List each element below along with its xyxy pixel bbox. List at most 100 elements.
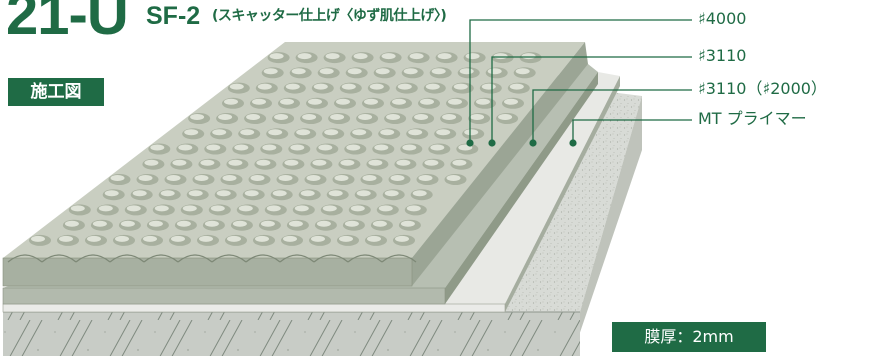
texture-bump-highlight (352, 129, 367, 136)
texture-bump-highlight (172, 159, 187, 166)
texture-bump-highlight (290, 144, 305, 151)
texture-bump-highlight (465, 53, 480, 60)
texture-bump-highlight (132, 190, 147, 197)
texture-bump-highlight (316, 220, 331, 227)
third-coat-front (2, 303, 506, 313)
texture-bump-highlight (334, 175, 349, 181)
texture-bump-highlight (340, 159, 355, 166)
texture-bump-highlight (98, 205, 113, 212)
layer-label-4000: ♯4000 (698, 9, 747, 28)
texture-bump-highlight (312, 159, 327, 166)
texture-bump-highlight (409, 53, 424, 60)
texture-bump-highlight (390, 175, 405, 181)
texture-bump-highlight (297, 53, 312, 60)
texture-bump-highlight (368, 159, 383, 166)
substrate-front (3, 312, 580, 356)
texture-bump-highlight (246, 114, 261, 120)
texture-bump-highlight (453, 83, 468, 90)
texture-bump-highlight (178, 144, 193, 151)
texture-bump-highlight (350, 205, 365, 212)
texture-bump-highlight (284, 159, 299, 166)
texture-bump-highlight (278, 175, 293, 181)
texture-bump-highlight (470, 114, 485, 120)
texture-scallop (41, 254, 77, 263)
texture-bump-highlight (266, 205, 281, 212)
texture-bump-highlight (184, 129, 199, 136)
texture-bump-highlight (487, 68, 502, 75)
texture-bump-highlight (255, 235, 269, 242)
system-subcode: SF-2 (146, 2, 201, 30)
texture-bump-highlight (250, 175, 265, 181)
third-coat-side (505, 76, 620, 312)
texture-bump-highlight (313, 83, 328, 90)
texture-bump-highlight (400, 220, 415, 227)
texture-bump-highlight (358, 114, 373, 120)
texture-bump-highlight (378, 205, 393, 212)
texture-bump-highlight (346, 144, 361, 151)
texture-bump-highlight (200, 159, 215, 166)
texture-bump-highlight (324, 129, 339, 136)
texture-bump-highlight (430, 144, 445, 151)
texture-bump-highlight (476, 98, 490, 105)
texture-bump-highlight (257, 83, 272, 90)
texture-scallop (381, 254, 417, 263)
texture-bump-highlight (464, 129, 479, 136)
texture-bump-highlight (176, 220, 191, 227)
texture-bump-highlight (336, 98, 350, 105)
texture-bump-highlight (160, 190, 175, 197)
substrate-side (572, 96, 642, 356)
texture-bump-highlight (395, 235, 409, 242)
texture-bump-highlight (509, 83, 524, 90)
texture-bump-highlight (442, 114, 457, 120)
texture-bump-highlight (418, 175, 433, 181)
texture-bump-highlight (322, 205, 337, 212)
texture-bump-highlight (325, 53, 340, 60)
texture-bump-highlight (347, 68, 362, 75)
texture-bump-highlight (212, 129, 227, 136)
texture-bump-highlight (367, 235, 381, 242)
texture-bump-highlight (369, 83, 384, 90)
texture-bump-highlight (424, 159, 439, 166)
texture-bump-highlight (402, 144, 417, 151)
texture-bump-highlight (144, 159, 159, 166)
thickness-badge: 膜厚：2mm (612, 322, 766, 352)
texture-bump-highlight (204, 220, 219, 227)
texture-bump-highlight (87, 235, 101, 242)
texture-bump-highlight (408, 129, 423, 136)
texture-bump-highlight (104, 190, 119, 197)
texture-bump-highlight (263, 68, 278, 75)
texture-scallop (7, 254, 43, 263)
texture-bump-highlight (150, 144, 165, 151)
texture-scallop (143, 254, 179, 263)
texture-bump-highlight (308, 98, 322, 105)
texture-bump-highlight (504, 98, 518, 105)
texture-bump-highlight (272, 190, 287, 197)
texture-bump-highlight (294, 205, 309, 212)
texture-bump-highlight (238, 205, 253, 212)
finish-description: (スキャッター仕上げ〈ゆず肌仕上げ〉) (212, 8, 447, 24)
texture-bump-highlight (375, 68, 390, 75)
texture-bump-highlight (384, 190, 399, 197)
texture-bump-highlight (300, 190, 315, 197)
texture-bump-highlight (268, 129, 283, 136)
texture-bump-highlight (412, 190, 427, 197)
texture-scallop (279, 254, 315, 263)
texture-bump-highlight (425, 83, 440, 90)
texture-bump-highlight (291, 68, 306, 75)
scatter-texture-surface (29, 52, 542, 246)
texture-bump-highlight (459, 68, 474, 75)
texture-scallop (109, 254, 145, 263)
texture-bump-highlight (120, 220, 135, 227)
texture-bump-highlight (437, 53, 452, 60)
texture-bump-highlight (234, 144, 249, 151)
texture-bump-highlight (302, 114, 317, 120)
texture-bump-highlight (318, 144, 333, 151)
texture-bump-highlight (274, 114, 289, 120)
texture-bump-highlight (493, 53, 508, 60)
texture-scallop (245, 254, 281, 263)
texture-bump-highlight (403, 68, 418, 75)
texture-bump-highlight (252, 98, 266, 105)
texture-bump-highlight (154, 205, 169, 212)
texture-bump-highlight (288, 220, 303, 227)
